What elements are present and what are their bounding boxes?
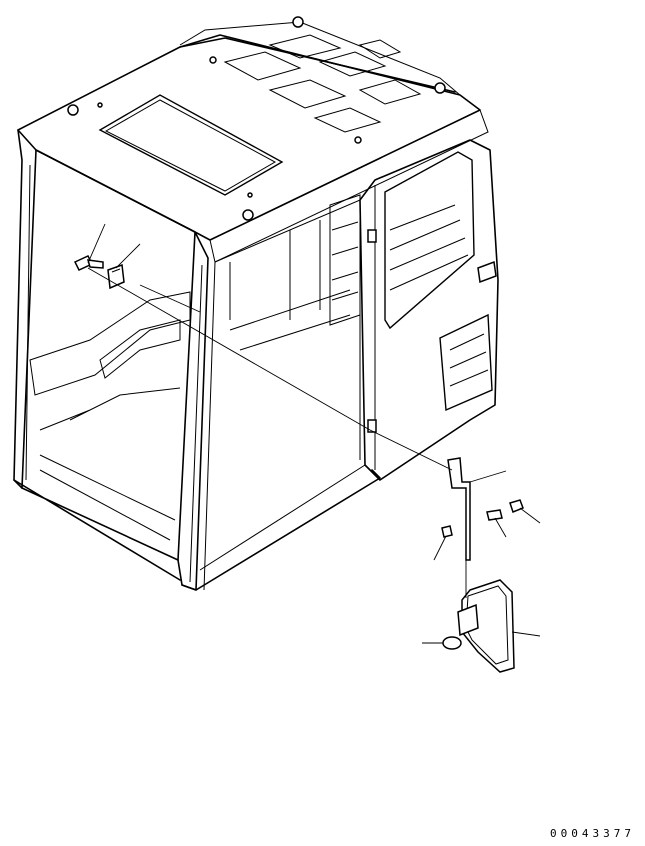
roof-panels — [223, 34, 422, 133]
leader-lines — [87, 223, 541, 644]
front-window-frame — [13, 149, 196, 581]
door-handle — [477, 260, 497, 284]
assembly-lines — [87, 267, 467, 598]
roof-bolts — [67, 16, 446, 221]
lower-console — [29, 291, 191, 396]
mirror-icon — [457, 579, 515, 673]
roof-window — [98, 94, 284, 196]
door-upper-window — [384, 151, 475, 330]
collar-icon — [442, 636, 462, 650]
nut-icon — [509, 499, 524, 513]
bolt-icon — [73, 255, 104, 271]
rear-wall — [214, 199, 361, 460]
front-right-pillar — [177, 231, 209, 591]
door-hinge-lower — [367, 419, 377, 433]
pin-icon — [486, 509, 503, 521]
rod-icon — [447, 457, 471, 561]
drawing-number: 00043377 — [550, 827, 635, 840]
front-left-pillar — [13, 129, 37, 489]
rear-window — [329, 194, 361, 326]
door-hinge-upper — [367, 229, 377, 243]
cab-door — [359, 139, 499, 481]
operator-cab — [13, 16, 499, 591]
cap-icon — [441, 525, 453, 538]
door-lower-window — [439, 313, 493, 412]
